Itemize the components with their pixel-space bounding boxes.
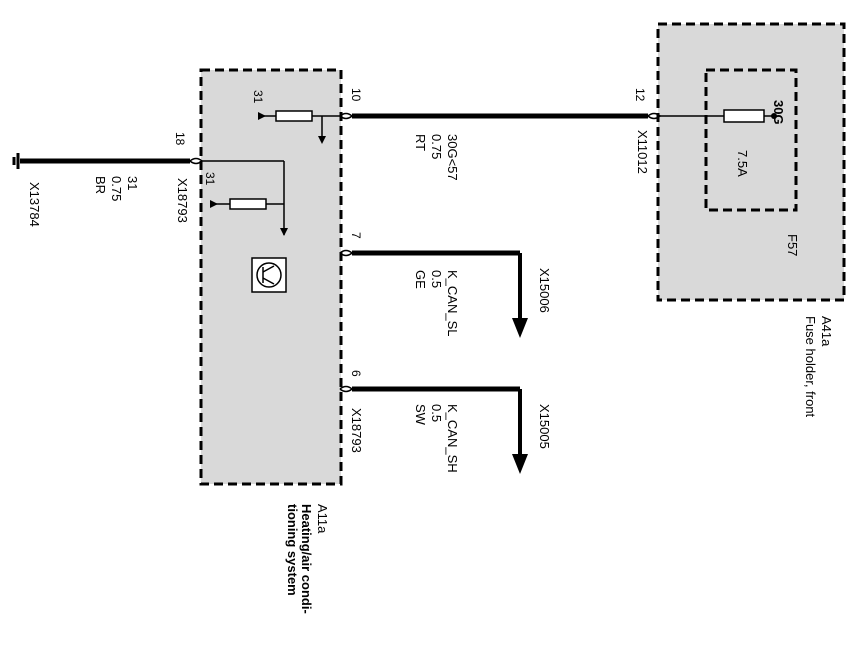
wire6-color: SW <box>413 404 428 426</box>
fuse-holder-desc: Fuse holder, front <box>803 316 818 418</box>
ground-connector-label: X13784 <box>27 182 42 227</box>
fuse-id-f57: F57 <box>785 234 800 256</box>
x15006-arrow-icon <box>512 318 528 338</box>
pin6-label: 6 <box>349 370 363 377</box>
wire10-color: RT <box>413 134 428 151</box>
ground-wire-size: 0.75 <box>109 176 124 201</box>
wire7-signal: K_CAN_SL <box>445 270 460 336</box>
internal-31-mid: 31 <box>203 172 217 186</box>
pin10-label: 10 <box>349 88 363 102</box>
wire6-signal: K_CAN_SH <box>445 404 460 473</box>
x15005-arrow-icon <box>512 454 528 474</box>
internal-31-top: 31 <box>251 90 265 104</box>
ground-wire-color: BR <box>93 176 108 194</box>
wire10-size: 0.75 <box>429 134 444 159</box>
module-a11a-desc-2: tioning system <box>285 504 300 596</box>
connector-x11012: X11012 <box>635 130 650 174</box>
connector-x18793-left: X18793 <box>175 178 190 223</box>
pin6-connector-icon <box>339 385 354 393</box>
resistor-top-icon <box>275 110 313 122</box>
fuse-icon <box>723 109 765 123</box>
fuse-holder-id: A41a <box>819 316 834 347</box>
pin18-label: 18 <box>173 132 187 146</box>
wire7-size: 0.5 <box>429 270 444 288</box>
module-a11a-id: A11a <box>315 504 330 534</box>
wire6-size: 0.5 <box>429 404 444 422</box>
transistor-icon <box>251 257 287 293</box>
module-a11a-desc-1: Heating/air condi- <box>299 504 314 614</box>
connector-x15006: X15006 <box>537 268 552 313</box>
fuse-terminal-30g: 30G <box>771 100 786 125</box>
resistor-mid-icon <box>229 198 267 210</box>
fuse-holder-box <box>656 22 846 302</box>
connector-x18793-right: X18793 <box>349 408 364 453</box>
ground-symbol-icon <box>12 153 20 169</box>
pin7-label: 7 <box>349 232 363 239</box>
fuse-inner-box <box>704 68 798 212</box>
wire10-signal: 30G<57 <box>445 134 460 181</box>
pin12-label: 12 <box>633 88 647 102</box>
fuse-rating: 7.5A <box>735 150 750 177</box>
wire7-color: GE <box>413 270 428 289</box>
connector-x15005: X15005 <box>537 404 552 449</box>
ground-wire-num: 31 <box>125 176 140 190</box>
